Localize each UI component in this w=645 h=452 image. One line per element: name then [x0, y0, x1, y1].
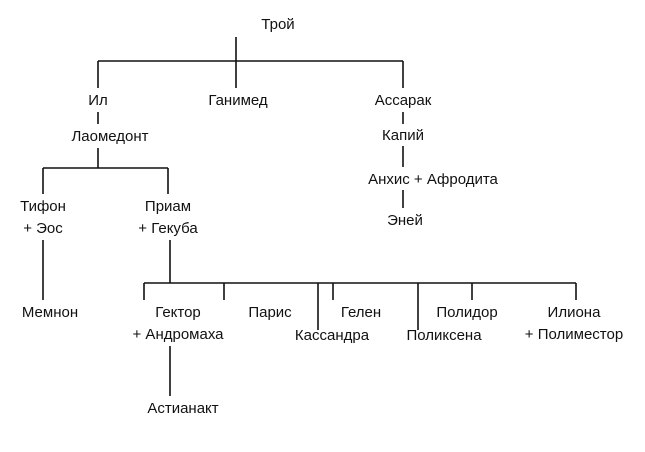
node-label: Астианакт [147, 400, 219, 417]
node-polidor: Полидор [436, 302, 497, 324]
node-label: Илиона [547, 304, 601, 321]
node-hektor: Гектор + Андромаха [133, 302, 224, 346]
node-assarak: Ассарак [375, 90, 432, 112]
node-paris: Парис [248, 302, 291, 324]
node-label: Лаомедонт [71, 128, 149, 145]
node-label: Трой [261, 16, 295, 33]
node-ganimed: Ганимед [208, 90, 267, 112]
node-astianakt: Астианакт [147, 398, 218, 420]
node-spouse: + Эос [23, 220, 63, 237]
node-priam: Приам + Гекуба [138, 196, 197, 240]
node-laomedont: Лаомедонт [71, 126, 148, 148]
node-label: Капий [382, 127, 424, 144]
node-label: Гелен [340, 304, 382, 321]
node-tifon: Тифон + Эос [20, 196, 66, 240]
node-label: Полидор [436, 304, 498, 321]
node-label: Гектор [155, 304, 201, 321]
node-kassandra: Кассандра [295, 325, 369, 347]
node-anhis: Анхис + Афродита [368, 169, 498, 191]
node-memnon: Мемнон [22, 302, 78, 324]
node-label: Ганимед [208, 92, 268, 109]
node-il: Ил [88, 90, 108, 112]
node-label: Парис [248, 304, 292, 321]
node-spouse: + Андромаха [132, 326, 224, 343]
node-label: Ассарак [374, 92, 432, 109]
node-label: Тифон [20, 198, 66, 215]
node-label: Анхис + Афродита [368, 171, 498, 188]
node-label: Ил [88, 92, 108, 109]
node-label: Кассандра [294, 327, 370, 344]
node-spouse: + Гекуба [138, 220, 198, 237]
node-troy: Трой [261, 14, 294, 36]
node-iliona: Илиона + Полиместор [525, 302, 623, 346]
node-spouse: + Полиместор [524, 326, 624, 343]
node-label: Поликсена [406, 327, 482, 344]
node-eney: Эней [387, 210, 423, 232]
node-label: Эней [387, 212, 423, 229]
node-label: Мемнон [21, 304, 79, 321]
node-label: Приам [144, 198, 192, 215]
node-poliksena: Поликсена [406, 325, 481, 347]
node-kapiy: Капий [382, 125, 424, 147]
node-gelen: Гелен [341, 302, 381, 324]
